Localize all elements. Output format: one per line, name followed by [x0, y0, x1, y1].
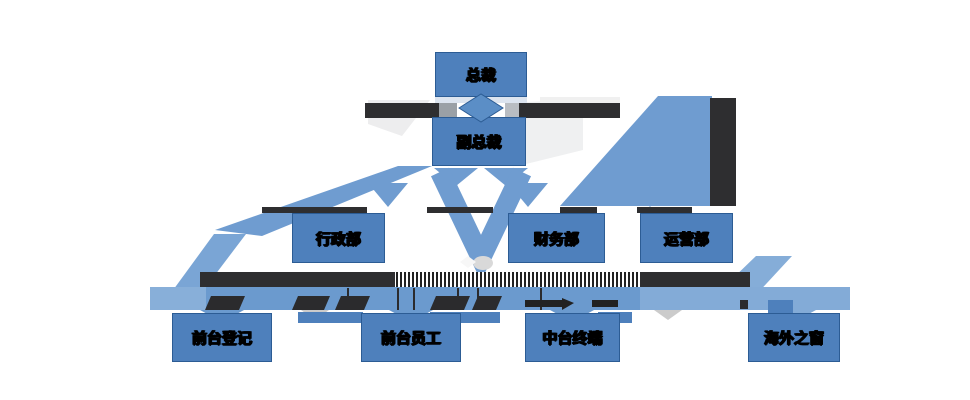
band-trapezoid-3	[335, 296, 370, 310]
gray-bar-right	[505, 103, 519, 118]
node-team-4[interactable]: 海外之窗	[748, 313, 840, 362]
band-stub-2	[592, 300, 618, 307]
team4-dark-dot	[740, 300, 748, 309]
band-stub-1	[525, 300, 562, 307]
blue-band-left-light	[150, 287, 206, 310]
node-team-3[interactable]: 中台终端	[525, 313, 620, 362]
dark-vertical-bar	[710, 98, 736, 206]
node-team-2-label: 前台员工	[380, 329, 441, 347]
team4-tab	[768, 300, 793, 313]
band-trapezoid-4	[430, 296, 470, 310]
node-dept-finance[interactable]: 财务部	[508, 213, 605, 263]
shadow-strip-3	[560, 207, 597, 213]
arrow-down-dept1	[368, 183, 408, 207]
band-trapezoid-2	[292, 296, 330, 310]
gray-bar-left	[439, 103, 457, 118]
node-ceo[interactable]: 总裁	[435, 52, 527, 97]
band-trapezoid-1	[205, 296, 245, 310]
band-tick-6	[540, 288, 542, 310]
connector-right-band	[560, 96, 712, 206]
node-dept-operations[interactable]: 运营部	[640, 213, 733, 263]
node-team-4-label: 海外之窗	[763, 329, 824, 347]
node-team-1[interactable]: 前台登记	[172, 313, 272, 362]
node-vp-label: 副总裁	[456, 133, 502, 151]
blue-band-right-light	[640, 287, 850, 310]
band-tick-2	[397, 288, 399, 310]
node-dept-operations-label: 运营部	[663, 229, 709, 248]
junction-ellipse	[473, 256, 493, 270]
band-trapezoid-5	[472, 296, 502, 310]
gray-arrow-2	[654, 310, 682, 320]
shadow-strip-4	[637, 207, 692, 213]
node-team-2[interactable]: 前台员工	[361, 313, 461, 362]
band-stub-arrow	[562, 298, 574, 310]
ghost-bar-1	[298, 312, 363, 323]
hatched-band	[395, 272, 640, 287]
dark-bar-left	[365, 103, 439, 118]
arrow-down-dept2	[508, 183, 548, 207]
shadow-strip-1	[262, 207, 367, 213]
junction-diamond	[460, 256, 476, 268]
ghost-bar-2	[430, 312, 500, 323]
shadow-strip-2	[427, 207, 493, 213]
node-dept-admin[interactable]: 行政部	[292, 213, 385, 263]
node-team-1-label: 前台登记	[191, 329, 252, 347]
node-vp[interactable]: 副总裁	[432, 117, 526, 166]
ceo-bottom-strip	[435, 97, 527, 103]
band-tick-3	[413, 288, 415, 310]
node-dept-admin-label: 行政部	[315, 229, 361, 248]
dark-bar-right	[519, 103, 620, 118]
node-ceo-label: 总裁	[465, 66, 496, 84]
node-dept-finance-label: 财务部	[533, 229, 579, 248]
node-team-3-label: 中台终端	[542, 329, 603, 347]
